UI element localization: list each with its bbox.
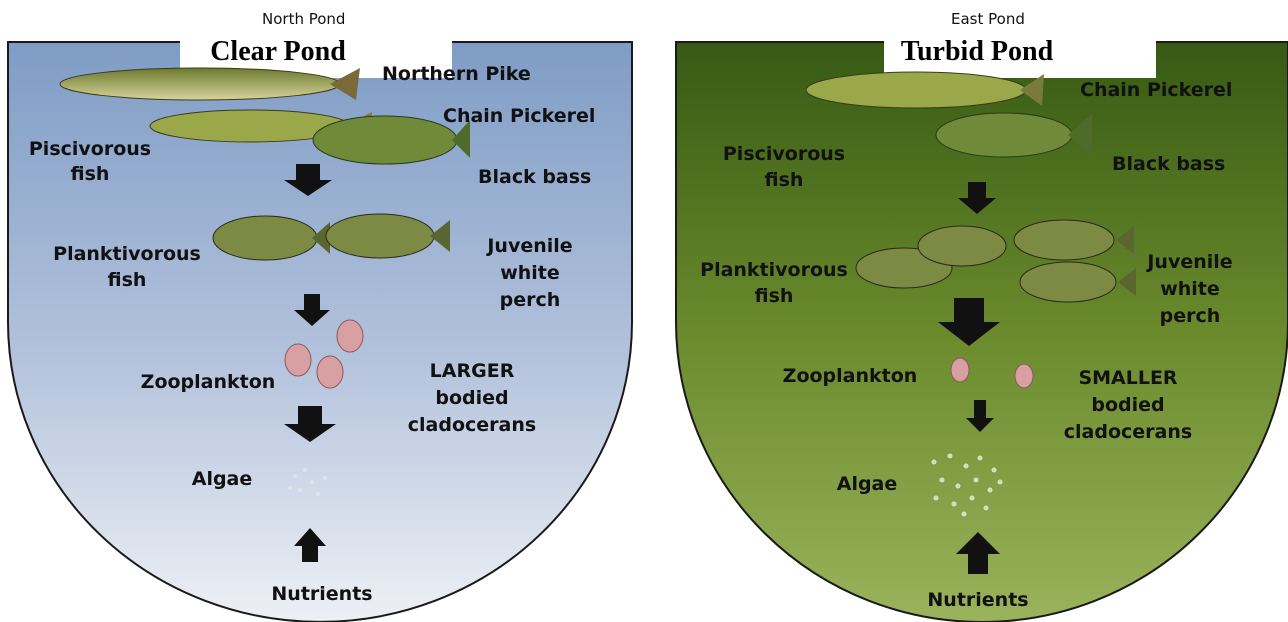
zooplankton-label: Zooplankton — [141, 371, 276, 393]
planktivorous-label-2: fish — [108, 269, 147, 291]
clear-pond-diagram: North Pond Clear Pond Northern Pike Chai… — [0, 0, 644, 622]
algae-label: Algae — [192, 468, 253, 490]
perch-label-1: Juvenile — [485, 235, 572, 257]
planktivorous-label-1: Planktivorous — [700, 259, 848, 281]
cladocerans-label-1: SMALLER — [1078, 367, 1177, 389]
perch-label-2: white — [1160, 278, 1220, 300]
pond-title: Turbid Pond — [901, 36, 1054, 67]
cladocerans-label-2: bodied — [1091, 394, 1164, 416]
nutrients-label: Nutrients — [271, 583, 372, 605]
chain-pickerel-label: Chain Pickerel — [443, 105, 595, 127]
clear-pond-panel: North Pond Clear Pond Northern Pike Chai… — [0, 0, 644, 622]
planktivorous-label-1: Planktivorous — [53, 243, 201, 265]
algae-label: Algae — [837, 473, 898, 495]
perch-label-2: white — [500, 262, 560, 284]
north-pond-header-cut: North Pond — [262, 10, 345, 28]
cladocerans-label-1: LARGER — [430, 360, 515, 382]
pond-title: Clear Pond — [210, 36, 346, 67]
planktivorous-label-2: fish — [755, 285, 794, 307]
black-bass-label: Black bass — [478, 166, 591, 188]
piscivorous-label-2: fish — [765, 169, 804, 191]
chain-pickerel-label: Chain Pickerel — [1080, 79, 1232, 101]
perch-label-3: perch — [500, 289, 561, 311]
piscivorous-label-1: Piscivorous — [29, 138, 151, 160]
piscivorous-label-2: fish — [71, 163, 110, 185]
turbid-pond-diagram: East Pond Turbid Pond Chain Pickerel Bla… — [644, 0, 1288, 622]
piscivorous-label-1: Piscivorous — [723, 143, 845, 165]
black-bass-label: Black bass — [1112, 153, 1225, 175]
cladocerans-label-3: cladocerans — [1064, 421, 1192, 443]
zooplankton-label: Zooplankton — [783, 365, 918, 387]
cladocerans-label-3: cladocerans — [408, 414, 536, 436]
perch-label-3: perch — [1160, 305, 1221, 327]
cladocerans-label-2: bodied — [435, 387, 508, 409]
east-pond-header-cut: East Pond — [951, 10, 1025, 28]
northern-pike-label: Northern Pike — [382, 63, 531, 85]
perch-label-1: Juvenile — [1145, 251, 1232, 273]
turbid-pond-panel: East Pond Turbid Pond Chain Pickerel Bla… — [644, 0, 1288, 622]
nutrients-label: Nutrients — [927, 589, 1028, 611]
